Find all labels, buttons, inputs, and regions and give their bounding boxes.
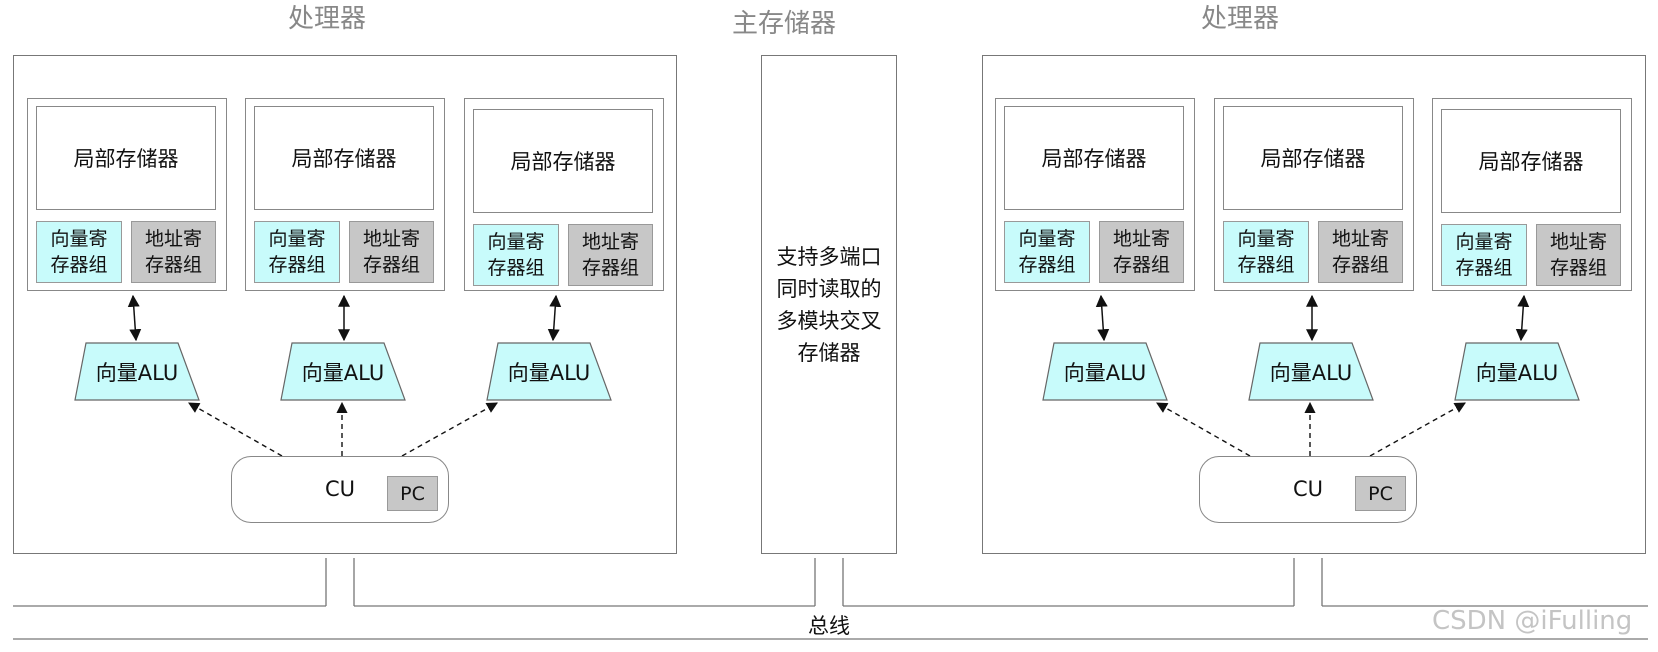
address-register-group: 地址寄 存器组 — [1099, 221, 1184, 283]
cu-label: CU — [1292, 477, 1324, 501]
vector-register-group: 向量寄 存器组 — [254, 221, 340, 283]
address-register-group: 地址寄 存器组 — [1318, 221, 1403, 283]
address-register-group: 地址寄 存器组 — [131, 221, 216, 283]
local-memory: 局部存储器 — [36, 106, 216, 210]
local-memory: 局部存储器 — [473, 109, 653, 213]
program-counter: PC — [1355, 476, 1406, 511]
vector-register-group: 向量寄 存器组 — [1004, 221, 1090, 283]
program-counter: PC — [387, 476, 438, 511]
vector-alu: 向量ALU — [507, 360, 591, 385]
local-memory: 局部存储器 — [254, 106, 434, 210]
vector-alu: 向量ALU — [301, 360, 385, 385]
vector-alu: 向量ALU — [95, 360, 179, 385]
cu-label: CU — [324, 477, 356, 501]
vector-alu: 向量ALU — [1269, 360, 1353, 385]
vector-register-group: 向量寄 存器组 — [36, 221, 122, 283]
processor-title-right: 处理器 — [1200, 4, 1279, 34]
local-memory: 局部存储器 — [1004, 106, 1184, 210]
watermark: CSDN @iFulling — [1432, 606, 1633, 636]
address-register-group: 地址寄 存器组 — [568, 224, 653, 286]
processor-title-left: 处理器 — [287, 4, 366, 34]
bus-label: 总线 — [808, 614, 850, 638]
local-memory: 局部存储器 — [1441, 109, 1621, 213]
vector-register-group: 向量寄 存器组 — [473, 224, 559, 286]
vector-register-group: 向量寄 存器组 — [1223, 221, 1309, 283]
vector-alu: 向量ALU — [1475, 360, 1559, 385]
local-memory: 局部存储器 — [1223, 106, 1403, 210]
vector-register-group: 向量寄 存器组 — [1441, 224, 1527, 286]
main-memory-description: 支持多端口 同时读取的 多模块交叉 存储器 — [776, 244, 882, 365]
address-register-group: 地址寄 存器组 — [349, 221, 434, 283]
address-register-group: 地址寄 存器组 — [1536, 224, 1621, 286]
main-memory-box: 支持多端口 同时读取的 多模块交叉 存储器 — [761, 55, 897, 554]
vector-alu: 向量ALU — [1063, 360, 1147, 385]
main-memory-title: 主存储器 — [731, 9, 836, 39]
